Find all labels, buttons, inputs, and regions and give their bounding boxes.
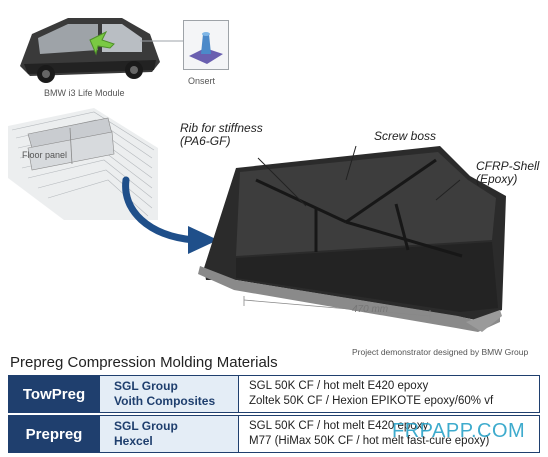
rib-callout-line1: Rib for stiffness — [180, 121, 263, 135]
dimension-label: 470 mm — [352, 304, 389, 315]
floor-caption: Floor panel — [22, 150, 68, 160]
row-label: Prepreg — [8, 415, 100, 453]
product-text: M77 (HiMax 50K CF / hot melt fast-cure e… — [249, 435, 490, 447]
callout-lines — [257, 145, 461, 207]
product-cell: SGL 50K CF / hot melt E420 epoxy Zoltek … — [238, 375, 540, 413]
curved-arrow-icon — [122, 176, 218, 254]
car-caption: BMW i3 Life Module — [44, 88, 125, 98]
shell-callout: CFRP-Shell (Epoxy) — [476, 160, 539, 186]
product-text: SGL 50K CF / hot melt E420 epoxy — [249, 420, 429, 432]
connector-line — [140, 40, 184, 42]
shell-callout-line2: (Epoxy) — [476, 172, 518, 186]
row-label: TowPreg — [8, 375, 100, 413]
dimension-line — [243, 296, 431, 320]
shell-callout-line1: CFRP-Shell — [476, 159, 540, 173]
supplier-cell: SGL Group Hexcel — [100, 415, 238, 453]
materials-row-prepreg: Prepreg SGL Group Hexcel SGL 50K CF / ho… — [8, 415, 540, 453]
onsert-caption: Onsert — [188, 76, 216, 86]
supplier-name: SGL Group — [114, 419, 178, 433]
rib-callout: Rib for stiffness (PA6-GF) — [180, 122, 263, 148]
bmw-i3-life-module-image — [10, 4, 170, 92]
product-text: Zoltek 50K CF / Hexion EPIKOTE epoxy/60%… — [249, 395, 494, 407]
materials-table: TowPreg SGL Group Voith Composites SGL 5… — [8, 375, 540, 453]
supplier-cell: SGL Group Voith Composites — [100, 375, 238, 413]
cfrp-part-image — [198, 146, 506, 332]
section-title: Prepreg Compression Molding Materials — [10, 354, 278, 371]
supplier-name: Hexcel — [114, 434, 153, 448]
materials-row-towpreg: TowPreg SGL Group Voith Composites SGL 5… — [8, 375, 540, 413]
rib-callout-line2: (PA6-GF) — [180, 134, 231, 148]
screw-callout: Screw boss — [374, 129, 437, 143]
supplier-name: Voith Composites — [114, 394, 216, 408]
watermark-logo: FRPAPP.COM — [392, 420, 526, 442]
onsert-image — [183, 20, 229, 70]
project-credit: Project demonstrator designed by BMW Gro… — [352, 347, 529, 357]
product-text: SGL 50K CF / hot melt E420 epoxy — [249, 380, 429, 392]
floor-panel-image — [8, 108, 158, 220]
product-cell: SGL 50K CF / hot melt E420 epoxy M77 (Hi… — [238, 415, 540, 453]
supplier-name: SGL Group — [114, 379, 178, 393]
